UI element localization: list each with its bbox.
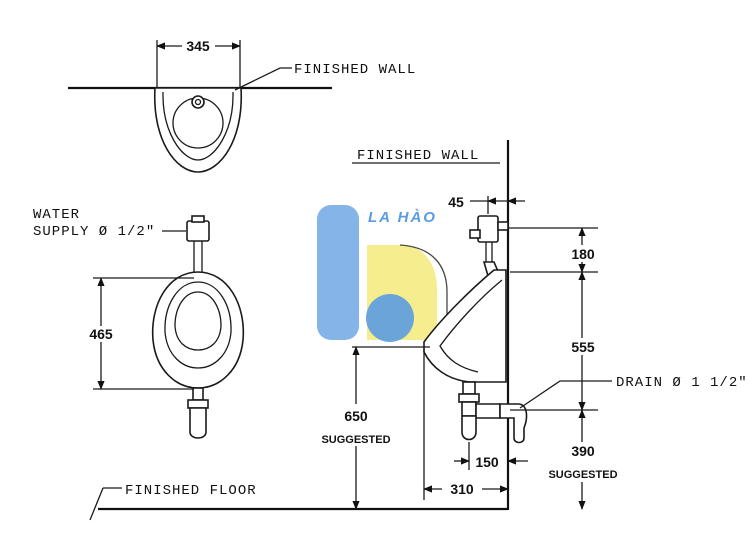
- dim-height-front: 465: [89, 326, 113, 342]
- dim-body-height: 555: [571, 339, 595, 355]
- finished-floor-label: FINISHED FLOOR: [125, 483, 257, 499]
- side-view: FINISHED WALL FINISHED FLOOR 45: [89, 140, 748, 521]
- dim-rim-height: 650: [344, 408, 368, 424]
- watermark-logo: LA HÀO: [317, 205, 448, 342]
- dim-drain-height: 390: [571, 443, 595, 459]
- drain-label: DRAIN Ø 1 1/2": [616, 375, 748, 391]
- finished-wall-label-side: FINISHED WALL: [357, 148, 479, 164]
- trap-front: [189, 407, 207, 439]
- flush-valve-front: [186, 220, 210, 242]
- urinal-side-body: [423, 269, 507, 383]
- dim-rim-note: SUGGESTED: [321, 434, 390, 446]
- dim-drain-note: SUGGESTED: [548, 469, 617, 481]
- watermark-blue-bar: [317, 205, 359, 340]
- dim-total-projection: 310: [450, 481, 474, 497]
- water-supply-label-line1: WATER: [33, 207, 80, 223]
- dim-drain-projection: 150: [475, 454, 499, 470]
- urinal-front-body: [151, 271, 245, 389]
- watermark-text: LA HÀO: [368, 209, 437, 226]
- watermark-blue-circle: [366, 294, 414, 342]
- flush-valve-side: [477, 215, 499, 243]
- dim-top-to-supply: 180: [571, 246, 595, 262]
- water-supply-label-line2: SUPPLY Ø 1/2": [33, 224, 155, 240]
- supply-inlet-top: [191, 95, 205, 109]
- dim-width-top: 345: [186, 38, 210, 54]
- drain-elbow: [499, 403, 528, 444]
- urinal-top-outline: [154, 87, 242, 173]
- trap-side: [461, 415, 477, 441]
- drain-pipe-side: [475, 403, 501, 419]
- dim-supply-offset: 45: [448, 194, 464, 210]
- front-view: WATER SUPPLY Ø 1/2" 465: [33, 207, 245, 439]
- finished-wall-label-top: FINISHED WALL: [294, 62, 416, 78]
- top-view: 345 FINISHED WALL: [68, 38, 416, 173]
